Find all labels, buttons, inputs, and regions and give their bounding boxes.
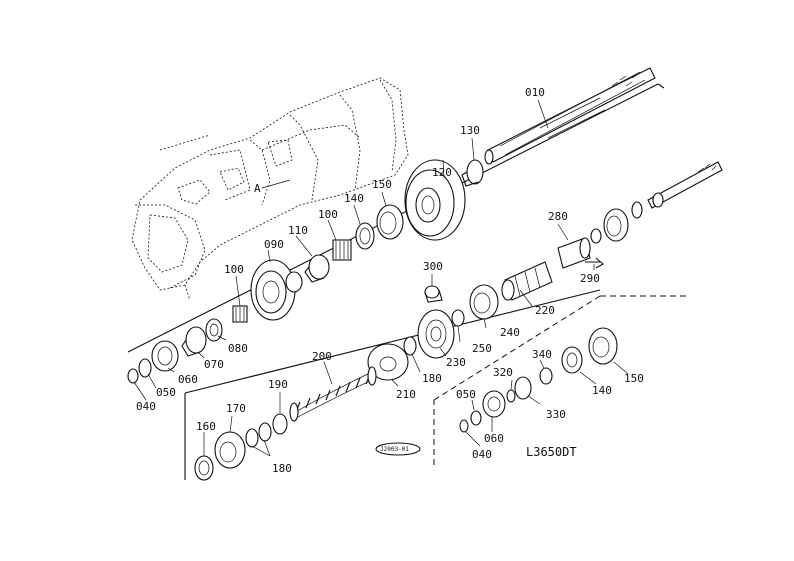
- callout-110: 110: [288, 224, 308, 237]
- secondary-shaft: [194, 161, 723, 481]
- part-190: [272, 413, 288, 435]
- callout-100: 100: [318, 208, 338, 221]
- callout-160: 160: [196, 420, 216, 433]
- part-060a: [151, 340, 179, 372]
- model-label: L3650DT: [526, 445, 577, 459]
- callout-150: 150: [372, 178, 392, 191]
- callout-labels: 010 130 120 150 140 100 110 090 100 080 …: [136, 86, 644, 475]
- part-320: [506, 389, 516, 403]
- callout-050: 050: [156, 386, 176, 399]
- part-180a: [403, 336, 417, 356]
- part-070: [185, 326, 207, 354]
- callout-240: 240: [500, 326, 520, 339]
- callout-230: 230: [446, 356, 466, 369]
- callout-170: 170: [226, 402, 246, 415]
- part-160: [194, 455, 214, 481]
- callout-120: 120: [432, 166, 452, 179]
- part-040a: [127, 368, 139, 384]
- callout-080: 080: [228, 342, 248, 355]
- l3650dt-group: [459, 327, 618, 433]
- leader-lines: [133, 99, 629, 457]
- callout-290: 290: [580, 272, 600, 285]
- part-140a: [355, 222, 375, 250]
- part-140b: [561, 346, 583, 374]
- part-300: [424, 285, 440, 299]
- callout-060: 060: [178, 373, 198, 386]
- callout-300: 300: [423, 260, 443, 273]
- callout-200: 200: [312, 350, 332, 363]
- main-shaft: [484, 67, 656, 165]
- callout-100: 100: [224, 263, 244, 276]
- callout-250: 250: [472, 342, 492, 355]
- part-130: [466, 159, 484, 185]
- part-170: [214, 431, 246, 469]
- callout-210: 210: [396, 388, 416, 401]
- part-080: [205, 318, 223, 342]
- callout-050: 050: [456, 388, 476, 401]
- callout-180: 180: [422, 372, 442, 385]
- callout-130: 130: [460, 124, 480, 137]
- housing-marker: A: [254, 182, 261, 195]
- part-200: [289, 366, 377, 422]
- part-060b: [482, 390, 506, 418]
- transmission-housing: A: [131, 77, 409, 301]
- callout-180: 180: [272, 462, 292, 475]
- part-330: [514, 376, 532, 400]
- callout-280: 280: [548, 210, 568, 223]
- reference-code: J2003-01: [380, 446, 409, 453]
- callout-010: 010: [525, 86, 545, 99]
- part-050a: [138, 358, 152, 378]
- part-110: [308, 254, 330, 280]
- part-050b: [470, 410, 482, 426]
- part-230: [417, 309, 455, 359]
- callout-040: 040: [136, 400, 156, 413]
- callout-220: 220: [535, 304, 555, 317]
- callout-140: 140: [344, 192, 364, 205]
- callout-340: 340: [532, 348, 552, 361]
- callout-330: 330: [546, 408, 566, 421]
- callout-060: 060: [484, 432, 504, 445]
- callout-070: 070: [204, 358, 224, 371]
- part-210: [367, 343, 409, 381]
- part-340: [539, 367, 553, 385]
- part-040b: [459, 419, 469, 433]
- part-180b: [258, 422, 272, 442]
- callout-150: 150: [624, 372, 644, 385]
- part-250: [451, 309, 465, 327]
- part-100a: [332, 239, 352, 261]
- callout-140: 140: [592, 384, 612, 397]
- callout-040: 040: [472, 448, 492, 461]
- upper-gear-train: [127, 159, 484, 384]
- callout-090: 090: [264, 238, 284, 251]
- reference-code-badge: J2003-01: [375, 442, 421, 456]
- part-right-bearing: [603, 208, 629, 242]
- callout-190: 190: [268, 378, 288, 391]
- callout-320: 320: [493, 366, 513, 379]
